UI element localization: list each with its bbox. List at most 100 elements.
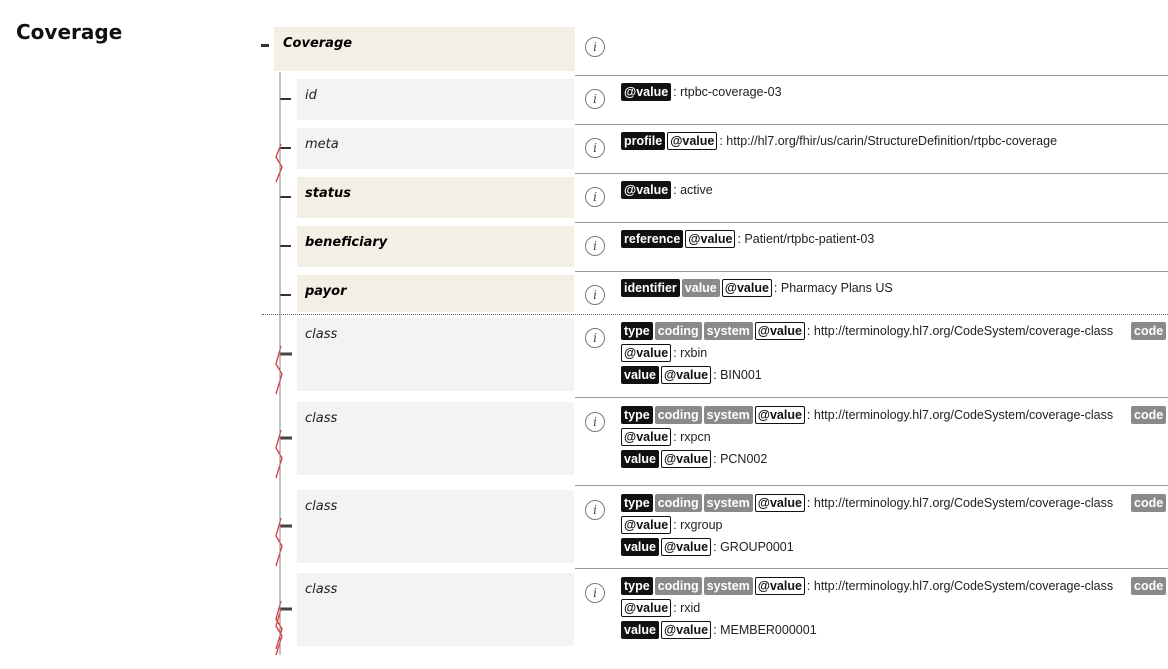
attribute-tag: @value [721,279,772,297]
element-class: class [297,318,574,391]
inherited-element-tag: system [703,406,753,424]
element-name: status [305,186,351,201]
element-tag: profile [621,132,666,150]
row-separator [575,173,1168,174]
element-tag: identifier [621,279,680,297]
value-line: value@value: GROUP0001 [621,538,794,556]
element-value: : Pharmacy Plans US [773,281,893,295]
inherited-element-tag: coding [654,406,702,424]
inherited-element-tag: value [681,279,720,297]
element-value: : http://hl7.org/fhir/us/carin/Structure… [719,134,1058,148]
element-value: : rxid [673,601,701,615]
row-separator [575,222,1168,223]
inherited-element-tag: code [1131,322,1167,340]
element-tag: @value [621,83,672,101]
element-tag: value [621,621,659,639]
page-title: Coverage [16,20,123,44]
info-icon[interactable]: i [585,285,605,305]
element-value: : Patient/rtpbc-patient-03 [737,232,875,246]
tree-connectors [275,72,292,656]
element-name: class [305,582,338,597]
attribute-tag: @value [621,428,672,446]
info-icon[interactable]: i [585,187,605,207]
info-icon[interactable]: i [585,500,605,520]
value-line: @value: rxpcn [621,428,711,446]
info-icon[interactable]: i [585,138,605,158]
info-icon[interactable]: i [585,236,605,256]
element-id: id [297,79,574,120]
value-line: value@value: MEMBER000001 [621,621,817,639]
element-class: class [297,490,574,563]
element-class: class [297,402,574,475]
value-line: @value: rxgroup [621,516,723,534]
info-icon[interactable]: i [585,412,605,432]
element-value: : http://terminology.hl7.org/CodeSystem/… [806,496,1114,510]
row-separator [575,75,1168,76]
attribute-tag: @value [660,366,712,384]
element-tag: value [621,538,659,556]
element-value: : http://terminology.hl7.org/CodeSystem/… [806,324,1114,338]
row-separator [575,485,1168,486]
element-value: : rxbin [673,346,708,360]
element-value: : http://terminology.hl7.org/CodeSystem/… [806,579,1114,593]
optional-connector [275,345,283,395]
inherited-element-tag: system [703,322,753,340]
row-separator [575,397,1168,398]
value-line: value@value: BIN001 [621,366,762,384]
value-line: @value: rxid [621,599,700,617]
element-tag: reference [621,230,684,248]
element-value: : PCN002 [713,452,768,466]
inherited-element-tag: coding [654,577,702,595]
element-name: payor [305,284,347,299]
attribute-tag: @value [660,538,712,556]
element-name: class [305,411,338,426]
element-name: class [305,327,338,342]
inherited-element-tag: code [1131,406,1167,424]
info-icon[interactable]: i [585,583,605,603]
value-line: profile@value: http://hl7.org/fhir/us/ca… [621,132,1057,150]
element-value: : GROUP0001 [713,540,794,554]
element-name: meta [305,137,339,152]
attribute-tag: @value [754,322,805,340]
info-icon[interactable]: i [585,89,605,109]
element-tag: value [621,450,659,468]
element-value: : BIN001 [713,368,762,382]
element-value: : rxgroup [673,518,723,532]
info-icon[interactable]: i [585,328,605,348]
root-element-label: Coverage [283,36,353,51]
attribute-tag: @value [621,599,672,617]
optional-connector [275,608,283,656]
attribute-tag: @value [667,132,718,150]
value-line: @value: active [621,181,713,199]
inherited-element-tag: code [1131,494,1167,512]
element-value: : active [673,183,713,197]
inherited-element-tag: coding [654,494,702,512]
element-tag: @value [621,181,672,199]
element-tag: type [621,494,653,512]
element-tag: type [621,577,653,595]
element-value: : rxpcn [673,430,711,444]
element-value: : rtpbc-coverage-03 [673,85,782,99]
element-name: class [305,499,338,514]
value-line: @value: rtpbc-coverage-03 [621,83,782,101]
row-separator [575,124,1168,125]
info-icon[interactable]: i [585,37,605,57]
optional-connector [275,517,283,567]
element-tag: type [621,322,653,340]
root-element-coverage: Coverage [274,27,575,71]
attribute-tag: @value [660,621,712,639]
value-line: value@value: PCN002 [621,450,767,468]
attribute-tag: @value [621,344,672,362]
element-value: : MEMBER000001 [713,623,817,637]
info-glyph: i [593,40,597,54]
element-tag: type [621,406,653,424]
optional-connector [275,429,283,479]
element-class: class [297,573,574,646]
element-tag: value [621,366,659,384]
collapse-toggle-icon[interactable] [261,44,269,47]
inherited-element-tag: system [703,494,753,512]
